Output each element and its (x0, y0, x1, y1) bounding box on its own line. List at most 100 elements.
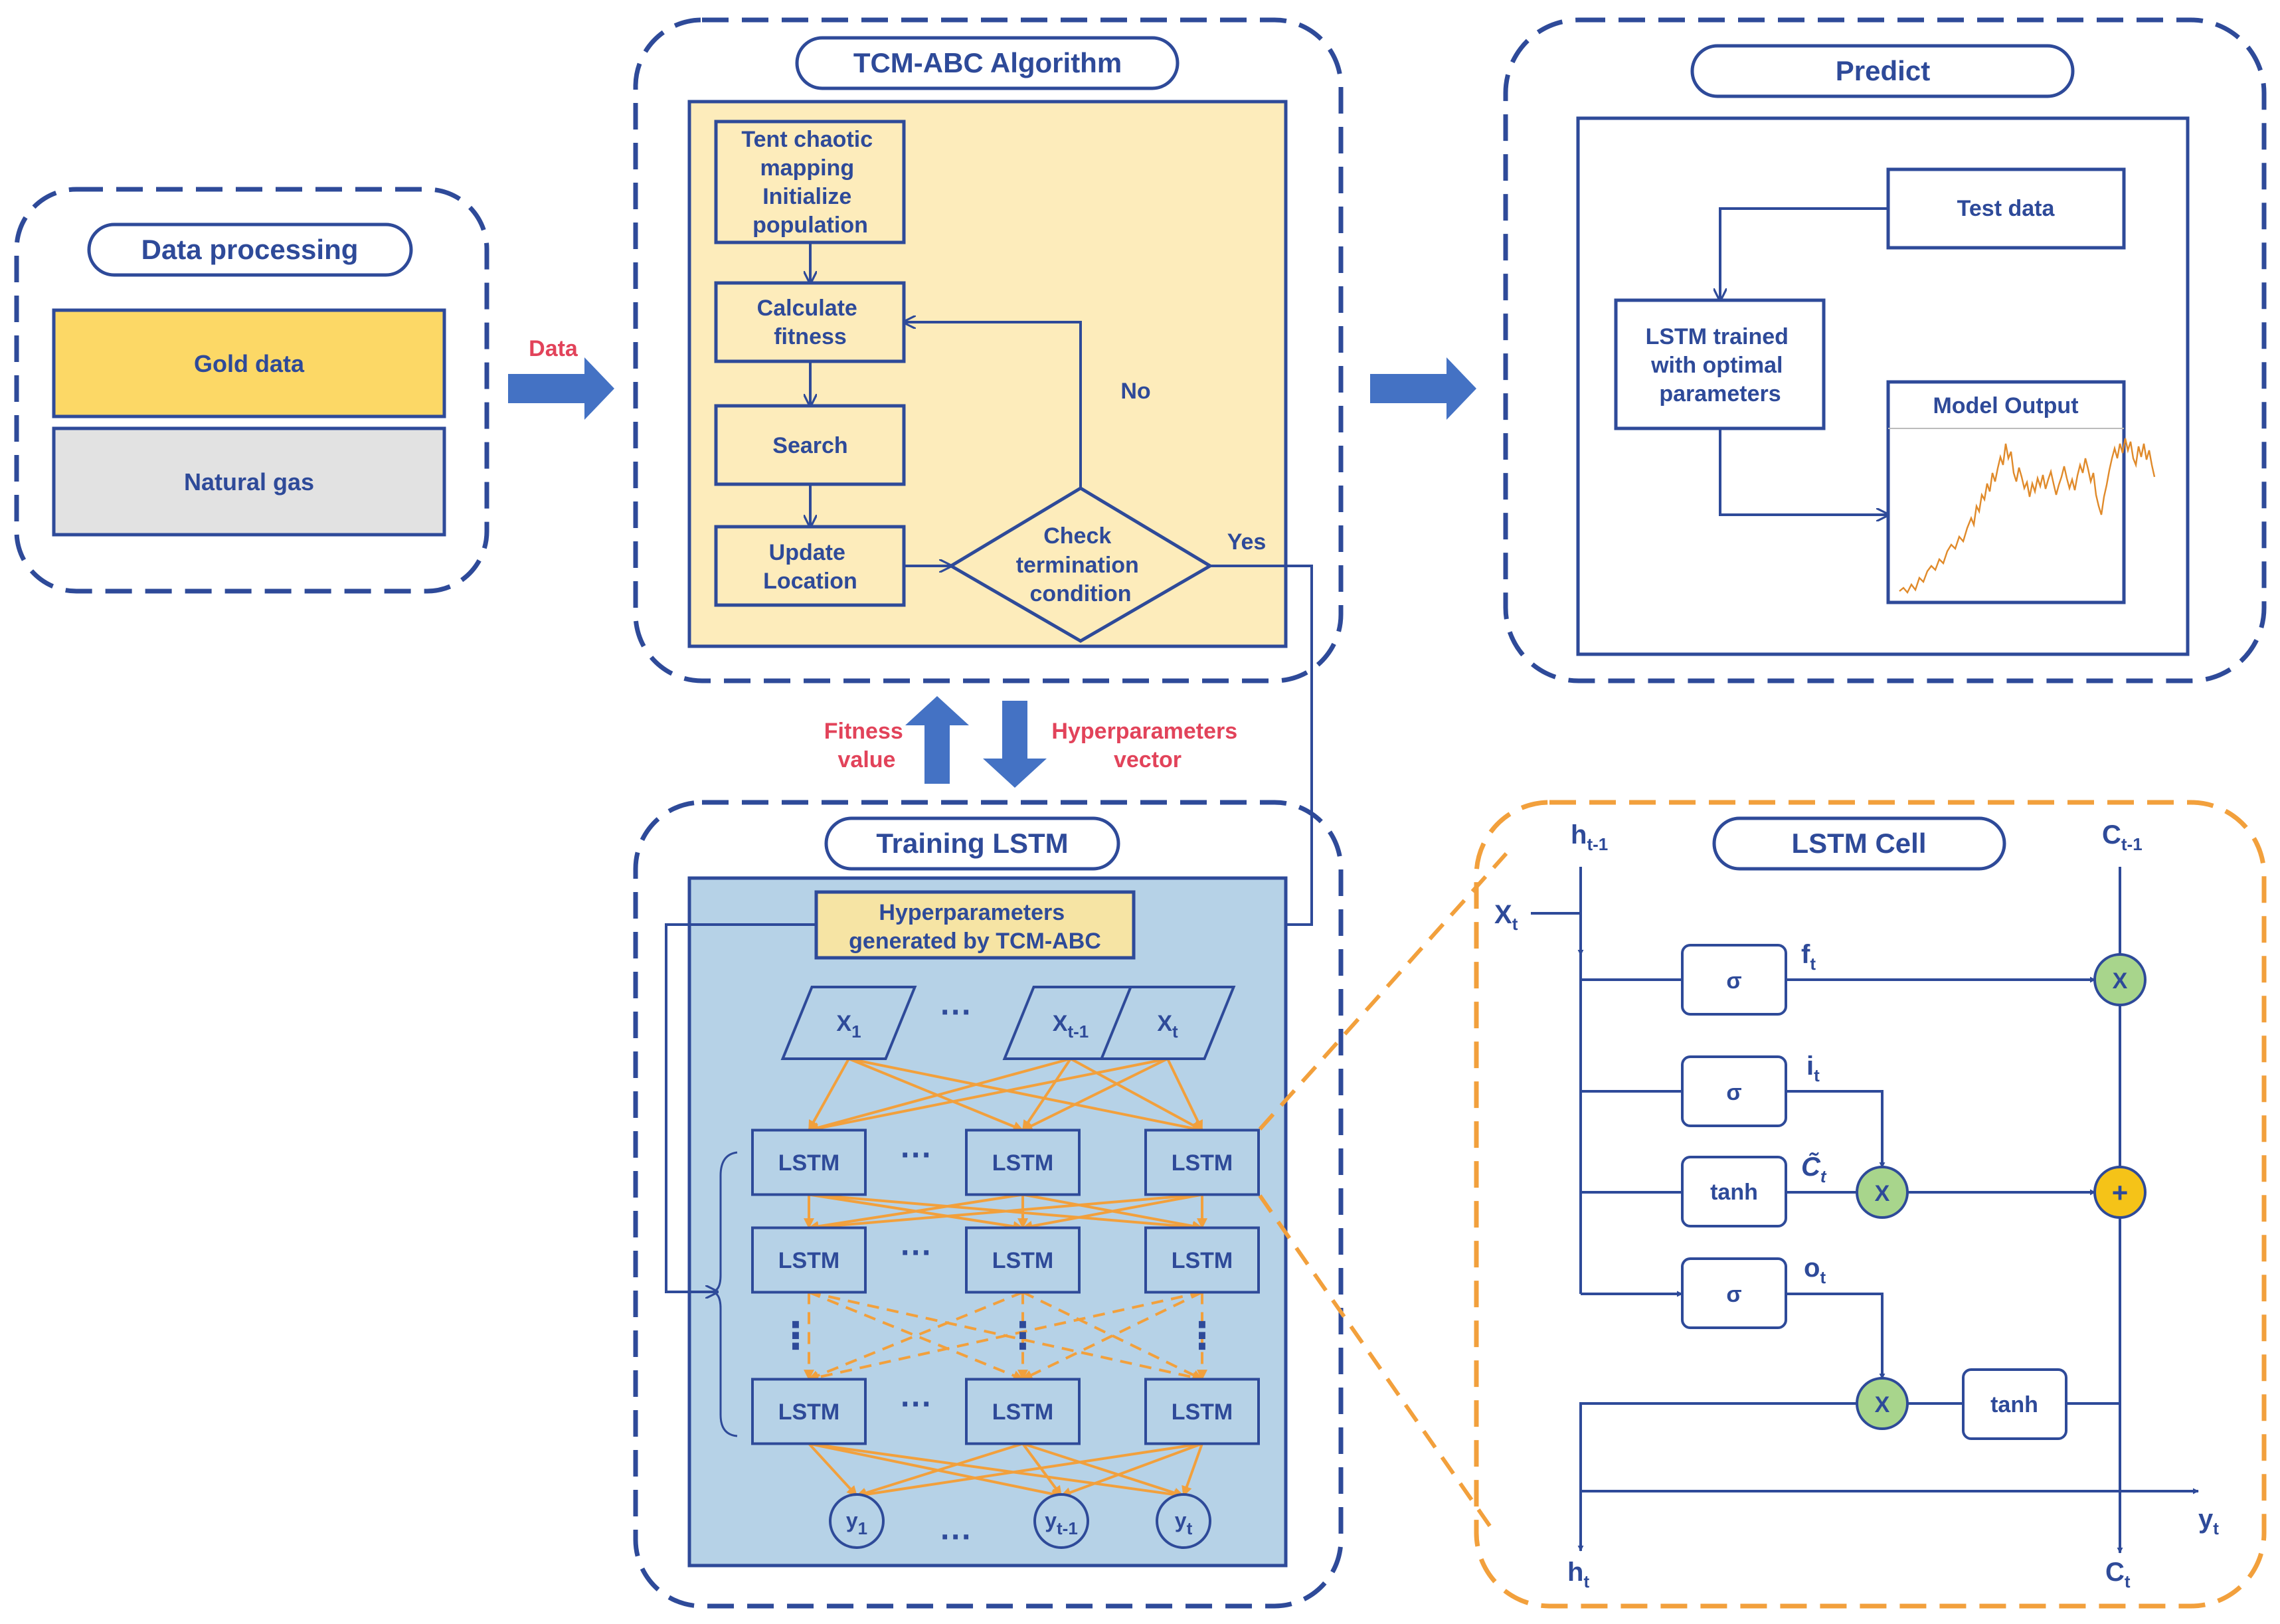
vdots-2: ⋮ (1004, 1314, 1041, 1356)
lstm-dots-2: ··· (901, 1235, 932, 1271)
lstm-unit-label: LSTM (1172, 1248, 1233, 1273)
tcm-abc-flow-area (687, 100, 1288, 648)
input-gate-label: σ (1726, 1080, 1741, 1105)
forget-multiply-node (2093, 953, 2147, 1006)
training-title: Training LSTM (876, 828, 1068, 859)
lstm-dots-1: ··· (901, 1138, 932, 1173)
gold-data-box (52, 308, 446, 418)
predict-title: Predict (1836, 55, 1930, 86)
tcm-abc-panel: TCM-ABC Algorithm Tent chaotic mapping I… (633, 17, 1344, 925)
hyper-vector-label: Hyperparameters vector (1051, 719, 1243, 772)
vdots-3: ⋮ (1184, 1314, 1221, 1356)
lstm-unit-label: LSTM (1172, 1399, 1233, 1425)
zoom-line-bottom (1258, 1194, 1493, 1529)
lstm-unit-label: LSTM (778, 1248, 840, 1273)
to-predict-arrow (1370, 357, 1476, 420)
layer-brace (710, 1151, 738, 1437)
lstm-unit-box (1144, 1128, 1260, 1196)
model-output-box (1886, 380, 2126, 604)
orange-connections (804, 1057, 1207, 1500)
lstm-unit-box (751, 1226, 867, 1294)
c-tilde-label: C̃t (1801, 1151, 1827, 1186)
x-input-box (1099, 986, 1236, 1060)
cell-add-label: + (2112, 1177, 2129, 1208)
c-prev-label: Ct-1 (2102, 820, 2143, 854)
termination-check-label: Check termination condition (1016, 523, 1146, 606)
cell-add-node (2093, 1166, 2147, 1219)
x-input-label: X1 (836, 1011, 861, 1041)
hyper-feed-arrow (665, 923, 816, 1292)
gold-data-label: Gold data (194, 350, 305, 377)
calculate-fitness-label: Calculate fitness (757, 296, 864, 349)
lstm-cell-title: LSTM Cell (1791, 828, 1926, 859)
data-processing-title-box (87, 223, 413, 277)
lstm-unit-label: LSTM (992, 1150, 1054, 1176)
y-dots: ··· (940, 1520, 972, 1555)
lstm-unit-label: LSTM (992, 1248, 1054, 1273)
lstm-trained-label: LSTM trained with optimal parameters (1646, 324, 1795, 406)
o-t-label: ot (1804, 1253, 1826, 1287)
lstm-unit-box (965, 1226, 1081, 1294)
data-arrow: Data (508, 336, 614, 420)
test-data-label: Test data (1957, 196, 2056, 221)
predict-title-box (1690, 44, 2075, 98)
no-loop-arrow (904, 322, 1082, 488)
x-input-box (780, 986, 917, 1060)
lstm-unit-box (965, 1128, 1081, 1196)
c-t-label: Ct (2105, 1558, 2131, 1591)
training-title-box (824, 816, 1120, 871)
lstm-cell-panel: LSTM Cell σ σ tanh σ tanh (1474, 800, 2267, 1609)
h-prev-label: ht-1 (1571, 820, 1608, 854)
x-inputs: X1 Xt-1 Xt (780, 986, 1236, 1060)
x-input-label: Xt-1 (1053, 1011, 1089, 1041)
lstm-unit-label: LSTM (778, 1150, 840, 1176)
predict-panel: Predict Test data LSTM trained with opti… (1503, 17, 2267, 683)
f-t-label: ft (1801, 940, 1816, 974)
model-output-label: Model Output (1933, 393, 2078, 418)
search-label: Search (772, 433, 847, 458)
y-output-label: y1 (846, 1508, 867, 1538)
feedback-arrows: Fitness value Hyperparameters vector (824, 696, 1243, 788)
lstm-unit-box (751, 1378, 867, 1445)
y-output-node (1033, 1493, 1089, 1549)
natural-gas-label: Natural gas (184, 468, 314, 496)
fitness-value-label: Fitness value (824, 719, 910, 772)
y-output-node (829, 1493, 885, 1549)
forget-multiply-label: X (2113, 968, 2128, 994)
y-output-label: yt-1 (1045, 1508, 1078, 1538)
output-gate-label: σ (1726, 1282, 1741, 1307)
natural-gas-box (52, 426, 446, 537)
output-multiply-node (1856, 1377, 1909, 1430)
lstm-cell-title-box (1712, 816, 2006, 871)
init-population-label: Tent chaotic mapping Initialize populati… (741, 127, 879, 238)
hyper-generated-box (814, 890, 1136, 960)
output-tanh-label: tanh (1990, 1392, 2038, 1417)
training-lstm-panel: Training LSTM Hyperparameters generated … (633, 800, 1344, 1609)
zoom-line-top (1258, 852, 1508, 1130)
hyper-generated-label: Hyperparameters generated by TCM-ABC (849, 900, 1101, 954)
x-dots: ··· (940, 995, 972, 1030)
data-processing-title: Data processing (141, 234, 359, 265)
lstm-unit-box (751, 1128, 867, 1196)
x-input-label: Xt (1157, 1011, 1178, 1041)
lstm-unit-box (1144, 1226, 1260, 1294)
input-multiply-node (1856, 1166, 1909, 1219)
data-arrow-label: Data (529, 336, 578, 361)
no-label: No (1120, 379, 1150, 404)
yes-label: Yes (1227, 529, 1267, 555)
lstm-unit-label: LSTM (778, 1399, 840, 1425)
forget-gate-label: σ (1726, 968, 1741, 994)
model-output-series (1899, 438, 2156, 594)
y-outputs: y1 yt-1 yt (829, 1493, 1211, 1549)
y-output-node (1156, 1493, 1211, 1549)
y-output-label: yt (1175, 1508, 1193, 1538)
lstm-unit-box (1144, 1378, 1260, 1445)
fitness-up-arrow (905, 696, 969, 784)
candidate-label: tanh (1710, 1180, 1758, 1205)
update-location-label: Update Location (763, 540, 857, 594)
lstm-dots-3: ··· (901, 1387, 932, 1422)
lstm-unit-label: LSTM (992, 1399, 1054, 1425)
lstm-unit-box (965, 1378, 1081, 1445)
